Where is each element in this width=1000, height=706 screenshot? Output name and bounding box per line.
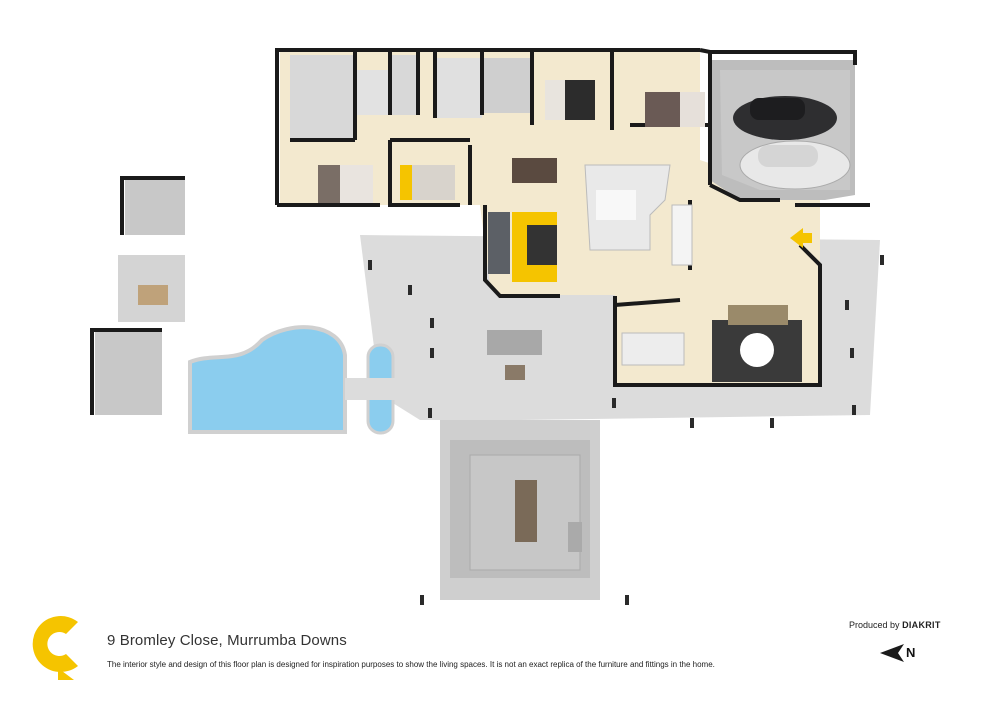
- disclaimer-text: The interior style and design of this fl…: [107, 660, 715, 669]
- pool: [188, 325, 435, 435]
- cars: [733, 96, 851, 190]
- north-arrow-icon: [880, 644, 904, 662]
- producer-prefix: Produced by: [849, 620, 900, 630]
- outdoor-furniture: [487, 330, 582, 552]
- property-title: 9 Bromley Close, Murrumba Downs: [107, 632, 347, 649]
- bedroom-furniture: [318, 80, 705, 203]
- entry-arrow-icon: [790, 228, 812, 248]
- producer-credit: Produced by DIAKRIT: [849, 620, 941, 630]
- producer-brand: DIAKRIT: [902, 620, 941, 630]
- living-furniture: [488, 212, 788, 367]
- kitchen-furniture: [512, 158, 693, 366]
- floor-plan-3d: [90, 48, 884, 605]
- house-floor: [280, 50, 855, 385]
- compass-label: N: [906, 645, 916, 660]
- columns: [368, 255, 884, 605]
- brand-logo-icon: [32, 616, 78, 680]
- outbuildings: [90, 176, 185, 415]
